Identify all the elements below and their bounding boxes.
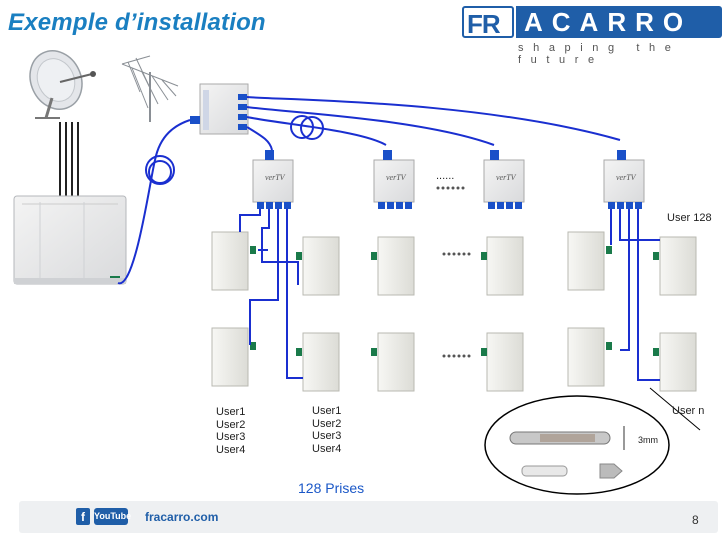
page-title: Exemple d’installation — [8, 9, 266, 36]
footer-website-link[interactable]: fracarro.com — [145, 510, 219, 524]
connector-zoom-callout — [484, 387, 701, 495]
module-row-2 — [211, 327, 697, 392]
splitter-1-cables — [239, 209, 303, 379]
antenna-feed-cables — [59, 122, 79, 198]
user-label: User2 — [216, 418, 246, 431]
user-label: User3 — [312, 430, 342, 442]
ellipsis-dots — [436, 186, 471, 358]
fracarro-logo: FR ACARRO — [462, 6, 722, 39]
distribution-cables — [246, 96, 621, 151]
splitter-brand-label: verTV — [386, 173, 407, 182]
page-number: 8 — [692, 513, 699, 527]
footer-bar — [19, 501, 718, 533]
trunk-cable — [117, 119, 191, 285]
logo-fr-block: FR — [462, 6, 514, 39]
splitter-2: verTV — [373, 150, 415, 209]
user-label: User3 — [216, 431, 246, 443]
logo-tagline: shaping the future — [518, 42, 681, 66]
splitter-3: verTV — [483, 150, 525, 209]
splitter-brand-label: verTV — [265, 173, 286, 182]
total-outlets-label: 128 Prises — [298, 480, 365, 496]
user-label: User4 — [216, 443, 246, 456]
splitter-1: verTV — [252, 150, 294, 209]
user-label: User4 — [312, 442, 342, 455]
headend-multiswitch — [13, 195, 127, 285]
user-label: User1 — [312, 405, 342, 417]
main-splitter — [190, 83, 249, 135]
terrestrial-antenna-icon — [121, 55, 179, 122]
ellipsis-label: ...... — [436, 170, 455, 182]
splitter-brand-label: verTV — [616, 173, 637, 182]
cable-dimension-label: 3mm — [638, 435, 658, 445]
user-label: User2 — [312, 417, 342, 430]
youtube-icon[interactable]: YouTube — [94, 508, 131, 525]
satellite-dish-icon — [29, 50, 96, 119]
splitter-4: verTV — [603, 150, 645, 209]
splitter-brand-label: verTV — [496, 173, 517, 182]
user-n-label: User n — [672, 405, 705, 417]
user-128-label: User 128 — [667, 212, 712, 224]
column1-user-list: User1 User2 User3 User4 — [216, 406, 245, 456]
logo-acarro-text: ACARRO — [524, 7, 693, 37]
column2-user-list: User1 User2 User3 User4 — [312, 405, 341, 455]
logo-acarro-block: ACARRO — [516, 6, 722, 38]
user-label: User1 — [216, 406, 246, 418]
module-row-1 — [211, 231, 697, 296]
splitter-4-cables — [610, 209, 660, 381]
logo-fr-text: FR — [467, 9, 501, 39]
facebook-icon[interactable]: f — [76, 508, 90, 525]
